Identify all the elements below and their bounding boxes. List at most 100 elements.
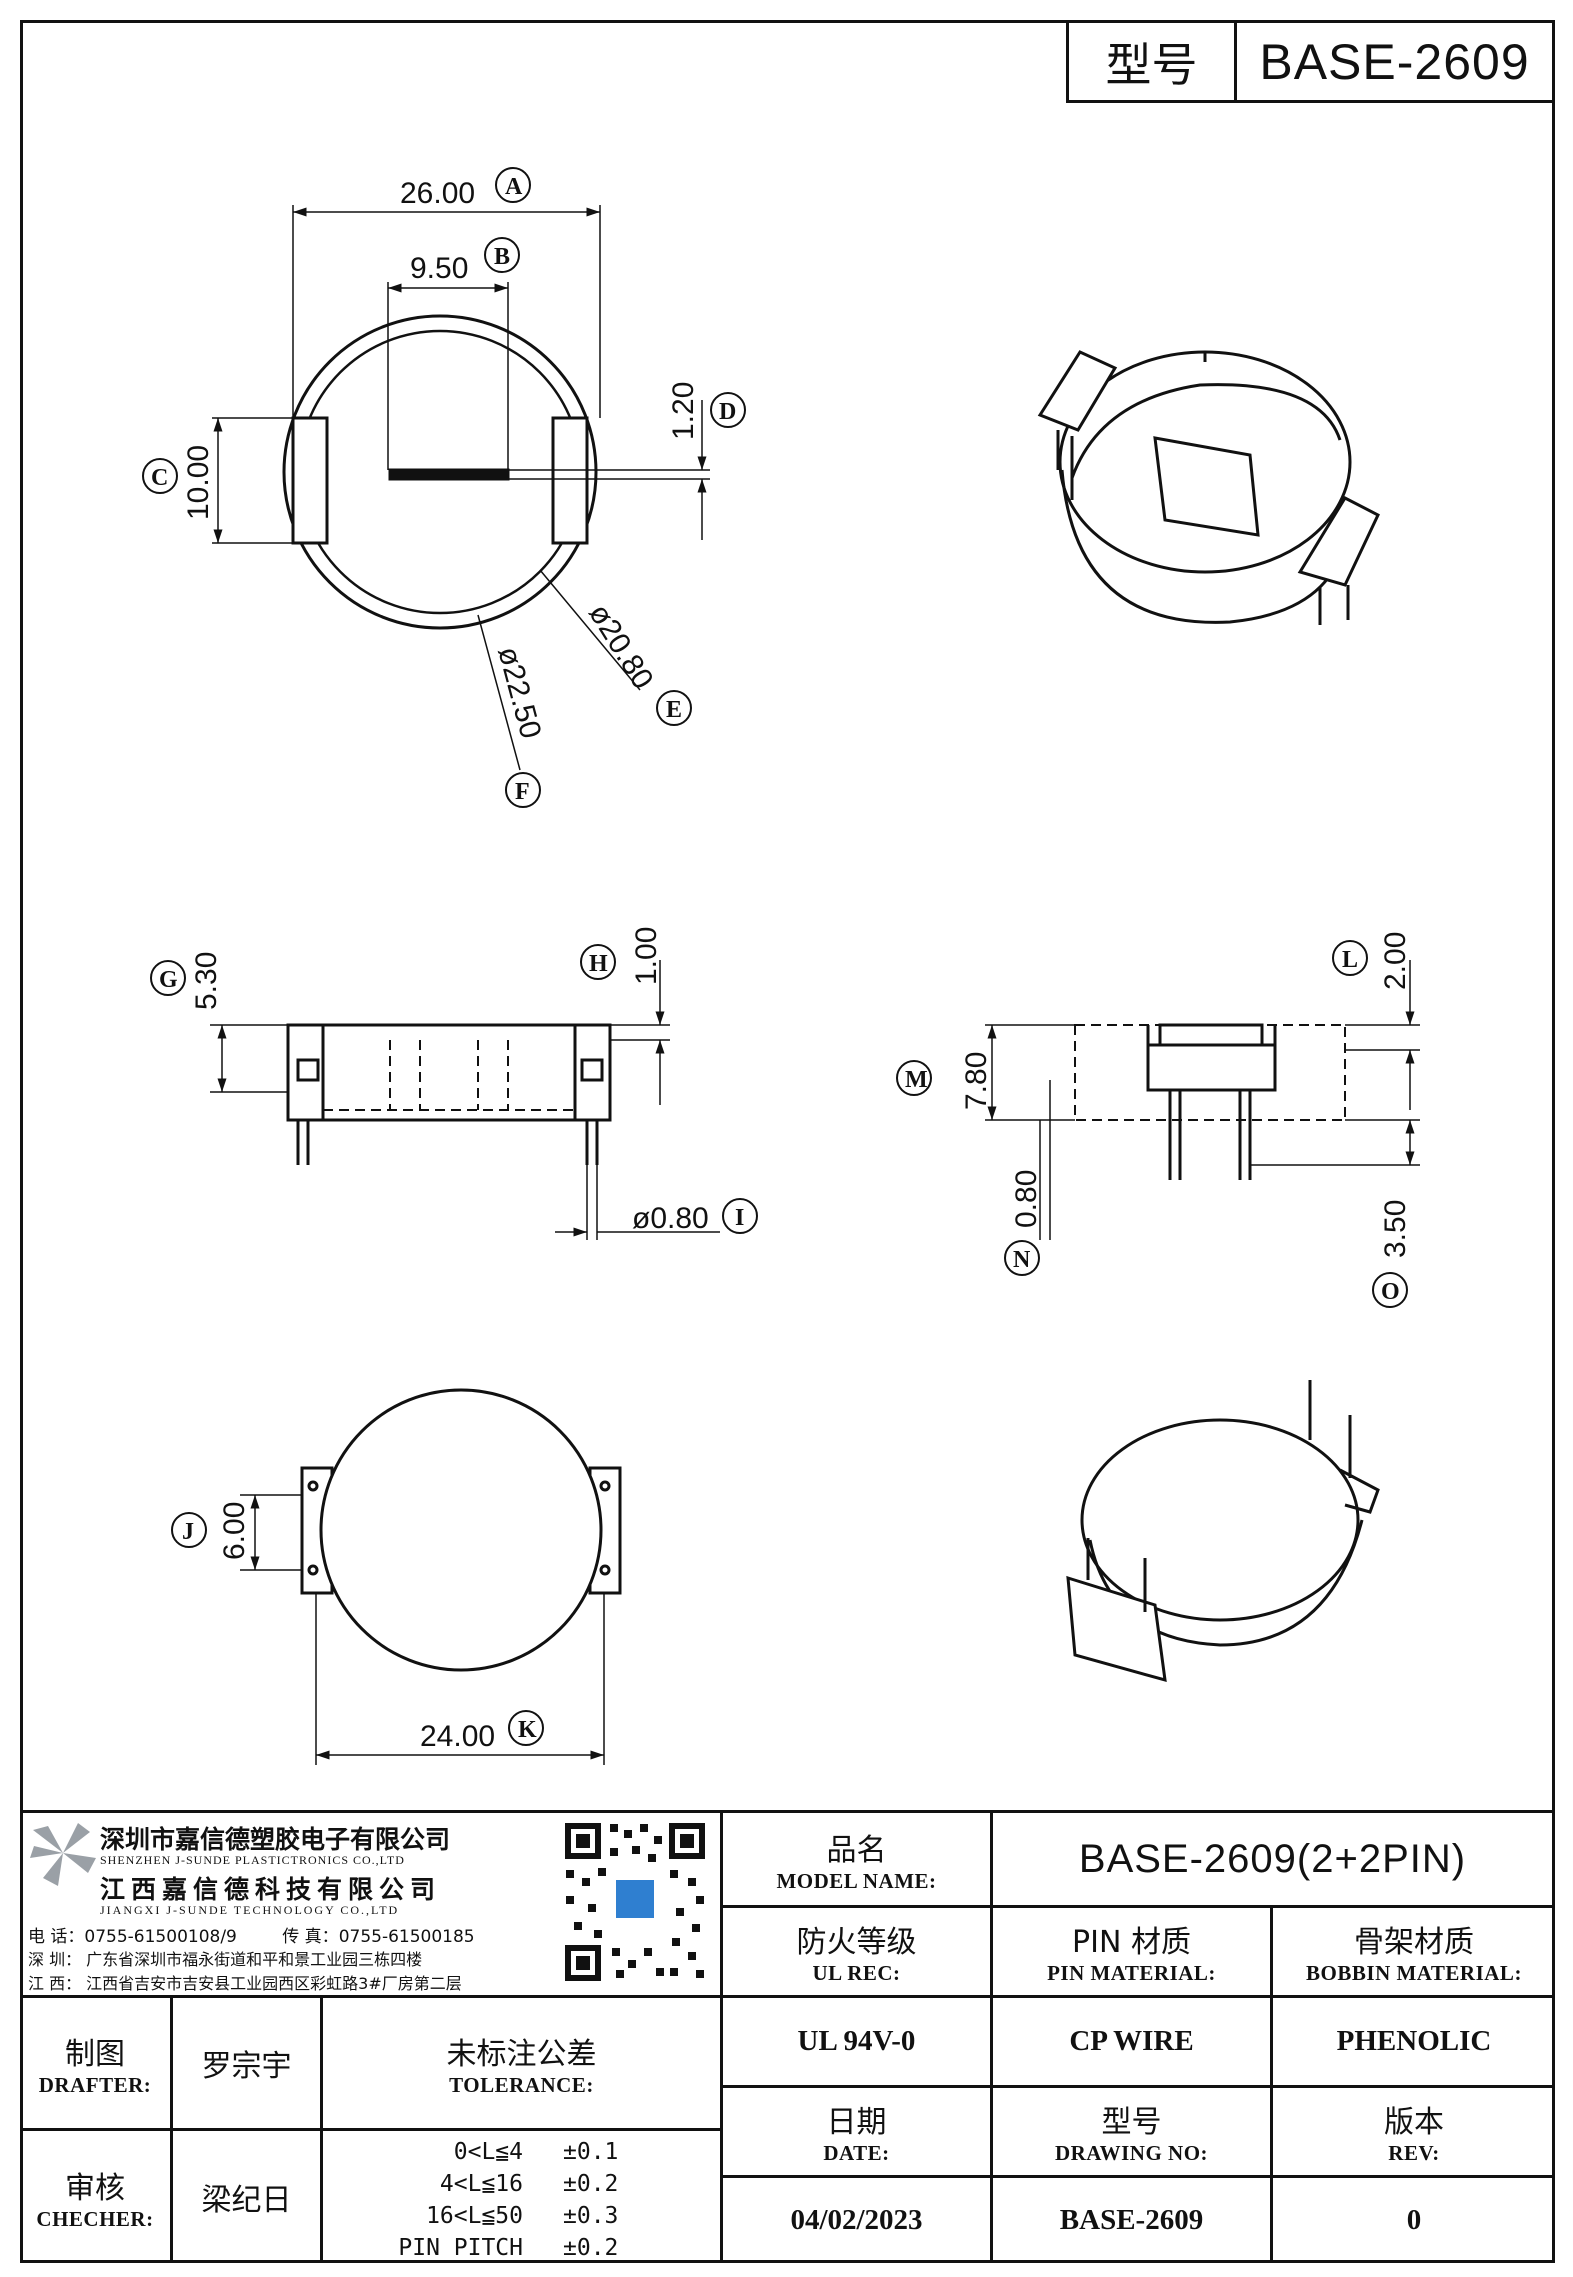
rev-en: REV: — [1388, 2141, 1440, 2165]
ul-label: 防火等级 UL REC: — [723, 1908, 990, 1995]
checker-en: CHECHER: — [36, 2206, 154, 2231]
company-name-sz: 深圳市嘉信德塑胶电子有限公司 — [100, 1825, 451, 1854]
side-view — [985, 960, 1420, 1240]
dim-B-bubble: B — [494, 244, 510, 270]
dim-L-label: 2.00 — [1379, 932, 1412, 990]
dim-K-bubble: K — [518, 1717, 537, 1743]
drafter-label: 制图 DRAFTER: — [20, 1998, 170, 2128]
date-value: 04/02/2023 — [790, 2204, 923, 2236]
technical-drawing: 26.00 A 9.50 B 10.00 C 1.20 D ø20.80 E ø… — [142, 167, 1420, 1765]
phone-value: 0755-61500108/9 — [84, 1927, 237, 1947]
isometric-view-top — [1037, 350, 1380, 625]
dim-D-bubble: D — [719, 399, 736, 425]
date-cn: 日期 — [826, 2105, 887, 2140]
phone-line: 电 话：0755-61500108/9 传 真：0755-61500185 — [28, 1922, 475, 1947]
drawing-no-value: BASE-2609 — [1059, 2204, 1204, 2236]
model-name-value: BASE-2609(2+2PIN) — [1078, 1836, 1467, 1881]
dim-I-bubble: I — [735, 1205, 744, 1231]
tolerance-row: 0<L≦4 ±0.1 — [323, 2136, 720, 2168]
fax-value: 0755-61500185 — [338, 1927, 475, 1947]
tolerance-en: TOLERANCE: — [449, 2072, 594, 2097]
address-sz: 深 圳： 广东省深圳市福永街道和平和景工业园三栋四楼 — [28, 1950, 423, 1969]
tolerance-row: 4<L≦16 ±0.2 — [323, 2168, 720, 2200]
fax-label: 传 真： — [282, 1927, 339, 1947]
company-logo — [28, 1818, 98, 1888]
dim-M-bubble: M — [905, 1067, 928, 1093]
dim-C-bubble: C — [151, 465, 168, 491]
model-label: 型号 — [1069, 23, 1237, 100]
dim-L-bubble: L — [1342, 947, 1358, 973]
phone-label: 电 话： — [28, 1927, 85, 1947]
dim-O-bubble: O — [1381, 1279, 1400, 1305]
company-name-sz-en: SHENZHEN J-SUNDE PLASTICTRONICS CO.,LTD — [100, 1853, 405, 1867]
tolerance-title: 未标注公差 TOLERANCE: — [323, 1998, 720, 2128]
tolerance-value: ±0.1 — [563, 2139, 619, 2165]
right-tab — [551, 416, 589, 545]
rev-cn: 版本 — [1384, 2105, 1444, 2140]
dim-D-label: 1.20 — [667, 382, 700, 440]
drawing-cn: 型号 — [1101, 2105, 1162, 2140]
ul-value: UL 94V-0 — [797, 2025, 916, 2057]
qr-code — [560, 1818, 710, 1986]
slot — [388, 468, 510, 481]
drawing-en: DRAWING NO: — [1054, 2141, 1209, 2165]
tolerance-range: 4<L≦16 — [439, 2171, 523, 2197]
tolerance-range: 0<L≦4 — [453, 2139, 523, 2165]
dim-I-label: ø0.80 — [632, 1202, 709, 1235]
dim-H-label: 1.00 — [630, 927, 663, 985]
model-name-label: 品名 MODEL NAME: — [723, 1813, 990, 1905]
tolerance-value: ±0.3 — [563, 2203, 619, 2229]
bobbin-en: BOBBIN MATERIAL: — [1306, 1961, 1522, 1985]
dim-F-bubble: F — [515, 779, 530, 805]
pin-cn: PIN 材质 — [1072, 1925, 1191, 1960]
date-en: DATE: — [823, 2141, 890, 2165]
dim-J-label: 6.00 — [218, 1502, 251, 1560]
drafter-cn: 制图 — [65, 2036, 125, 2072]
date-label: 日期 DATE: — [723, 2088, 990, 2175]
model-name-en: MODEL NAME: — [776, 1868, 937, 1893]
tolerance-row: PIN PITCH ±0.2 — [323, 2232, 720, 2264]
dim-G-bubble: G — [159, 967, 178, 993]
dim-J-bubble: J — [182, 1519, 194, 1545]
bobbin-cn: 骨架材质 — [1354, 1925, 1474, 1960]
tolerance-value: ±0.2 — [563, 2171, 619, 2197]
checker-cn: 审核 — [65, 2170, 125, 2206]
dim-B-label: 9.50 — [410, 252, 468, 285]
pin-en: PIN MATERIAL: — [1047, 1961, 1216, 1985]
tolerance-table: 0<L≦4 ±0.1 4<L≦16 ±0.2 16<L≦50 ±0.3 PIN … — [323, 2136, 720, 2263]
drawing-no-label: 型号 DRAWING NO: — [993, 2088, 1270, 2175]
model-number-box: 型号 BASE-2609 — [1066, 20, 1555, 103]
title-block: 深圳市嘉信德塑胶电子有限公司 SHENZHEN J-SUNDE PLASTICT… — [20, 1810, 1555, 2263]
checker-name: 梁纪日 — [201, 2183, 292, 2218]
top-view — [212, 205, 710, 771]
dim-N-bubble: N — [1013, 1247, 1031, 1273]
pin-material-value: CP WIRE — [1069, 2025, 1194, 2057]
left-tab — [291, 416, 329, 545]
pin-material-label: PIN 材质 PIN MATERIAL: — [993, 1908, 1270, 1995]
dim-C-label: 10.00 — [182, 445, 215, 520]
dim-A-bubble: A — [505, 174, 523, 200]
isometric-view-bottom — [1066, 1380, 1380, 1683]
dim-O-label: 3.50 — [1379, 1200, 1412, 1258]
dim-H-bubble: H — [589, 951, 608, 977]
tolerance-row: 16<L≦50 ±0.3 — [323, 2200, 720, 2232]
dim-M-label: 7.80 — [960, 1052, 993, 1110]
outer-circle — [282, 314, 598, 630]
bobbin-material-label: 骨架材质 BOBBIN MATERIAL: — [1273, 1908, 1555, 1995]
dim-E-label: ø20.80 — [582, 598, 659, 695]
dim-K-label: 24.00 — [420, 1720, 495, 1753]
drafter-en: DRAFTER: — [38, 2072, 152, 2097]
dim-E-bubble: E — [666, 697, 682, 723]
model-name-cn: 品名 — [826, 1832, 887, 1868]
drafter-name: 罗宗宇 — [201, 2049, 292, 2084]
dim-N-label: 0.80 — [1010, 1170, 1043, 1228]
tolerance-range: PIN PITCH — [398, 2235, 523, 2261]
dim-A-label: 26.00 — [400, 177, 475, 210]
checker-label: 审核 CHECHER: — [20, 2131, 170, 2263]
rev-value: 0 — [1406, 2204, 1422, 2236]
tolerance-cn: 未标注公差 — [446, 2036, 597, 2072]
bobbin-material-value: PHENOLIC — [1336, 2025, 1492, 2057]
rev-label: 版本 REV: — [1273, 2088, 1555, 2175]
address-jx: 江 西： 江西省吉安市吉安县工业园西区彩虹路3#厂房第二层 — [28, 1974, 462, 1993]
front-view — [210, 960, 720, 1240]
